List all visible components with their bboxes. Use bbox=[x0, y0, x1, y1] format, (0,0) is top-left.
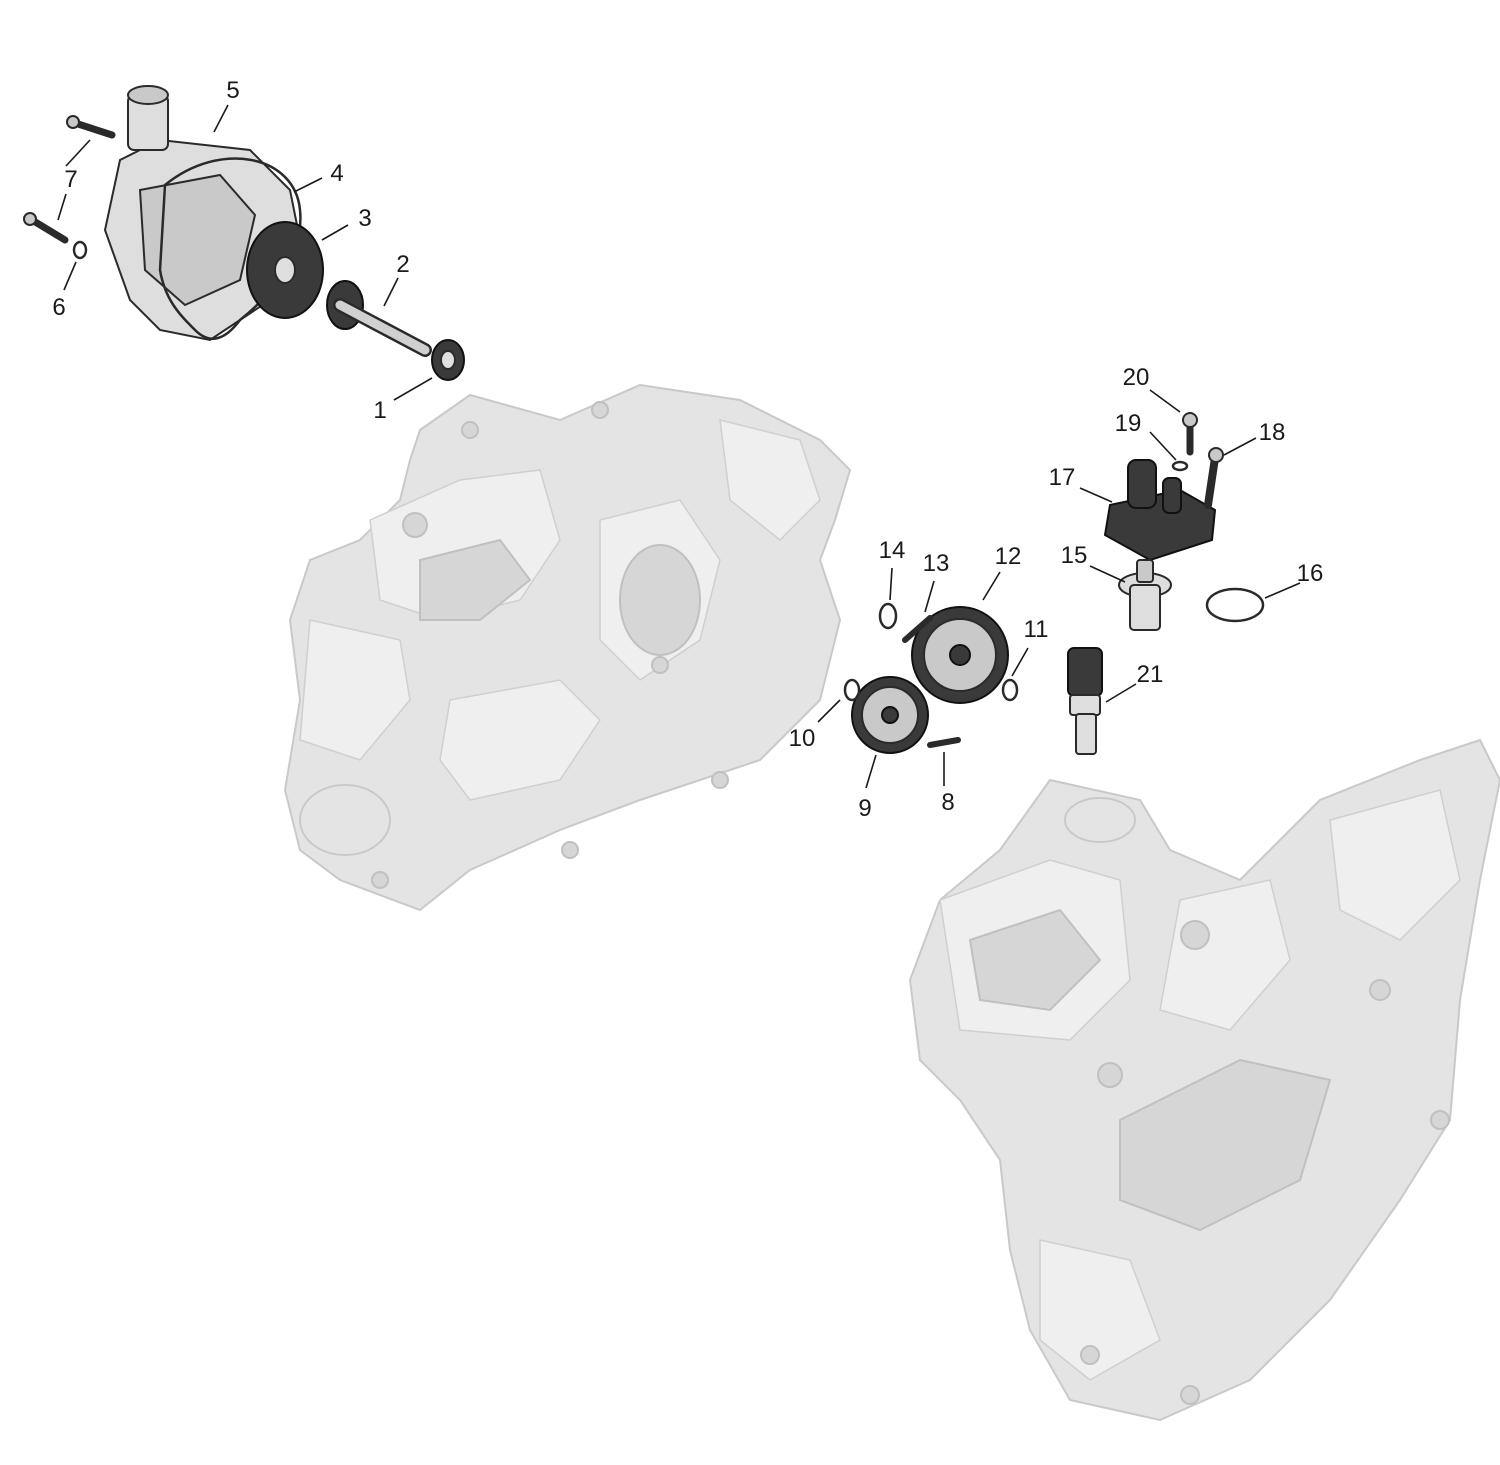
callout-7: 7 bbox=[64, 166, 77, 193]
temperature-sensor bbox=[1067, 647, 1103, 755]
drive-gear-small bbox=[851, 676, 929, 754]
callout-20: 20 bbox=[1123, 364, 1150, 391]
callout-17: 17 bbox=[1049, 464, 1076, 491]
water-pump-impeller bbox=[246, 221, 324, 319]
callout-3: 3 bbox=[358, 205, 371, 232]
water-pump-cover bbox=[103, 85, 302, 342]
thermostat-housing bbox=[1103, 459, 1217, 562]
callout-4: 4 bbox=[330, 160, 343, 187]
callout-18: 18 bbox=[1259, 419, 1286, 446]
callout-1: 1 bbox=[373, 397, 386, 424]
callout-12: 12 bbox=[995, 543, 1022, 570]
callout-2: 2 bbox=[396, 251, 409, 278]
callout-19: 19 bbox=[1115, 410, 1142, 437]
callout-6: 6 bbox=[52, 294, 65, 321]
thermostat-bolts bbox=[1171, 412, 1224, 509]
thermostat bbox=[1118, 559, 1172, 631]
gear-pins-clips bbox=[843, 602, 1019, 748]
leader-lines bbox=[57, 104, 1301, 789]
ghost-cylinder-head bbox=[908, 738, 1500, 1422]
callout-15: 15 bbox=[1061, 542, 1088, 569]
callout-10: 10 bbox=[789, 725, 816, 752]
callout-11: 11 bbox=[1024, 616, 1049, 643]
water-pump-seal bbox=[431, 339, 465, 381]
callout-5: 5 bbox=[226, 77, 239, 104]
callout-13: 13 bbox=[923, 550, 950, 577]
water-pump-shaft bbox=[326, 280, 432, 357]
thermostat-o-ring bbox=[1205, 587, 1265, 623]
callout-labels: 1 2 3 4 5 6 7 8 9 10 11 12 13 14 15 16 1… bbox=[52, 77, 1323, 822]
callout-21: 21 bbox=[1137, 661, 1164, 688]
callout-16: 16 bbox=[1297, 560, 1324, 587]
drive-gear-large bbox=[911, 606, 1009, 704]
callout-8: 8 bbox=[941, 789, 954, 816]
water-pump-bolts bbox=[23, 115, 116, 260]
callout-14: 14 bbox=[879, 537, 906, 564]
ghost-crankcase bbox=[283, 383, 852, 912]
callout-9: 9 bbox=[858, 795, 871, 822]
